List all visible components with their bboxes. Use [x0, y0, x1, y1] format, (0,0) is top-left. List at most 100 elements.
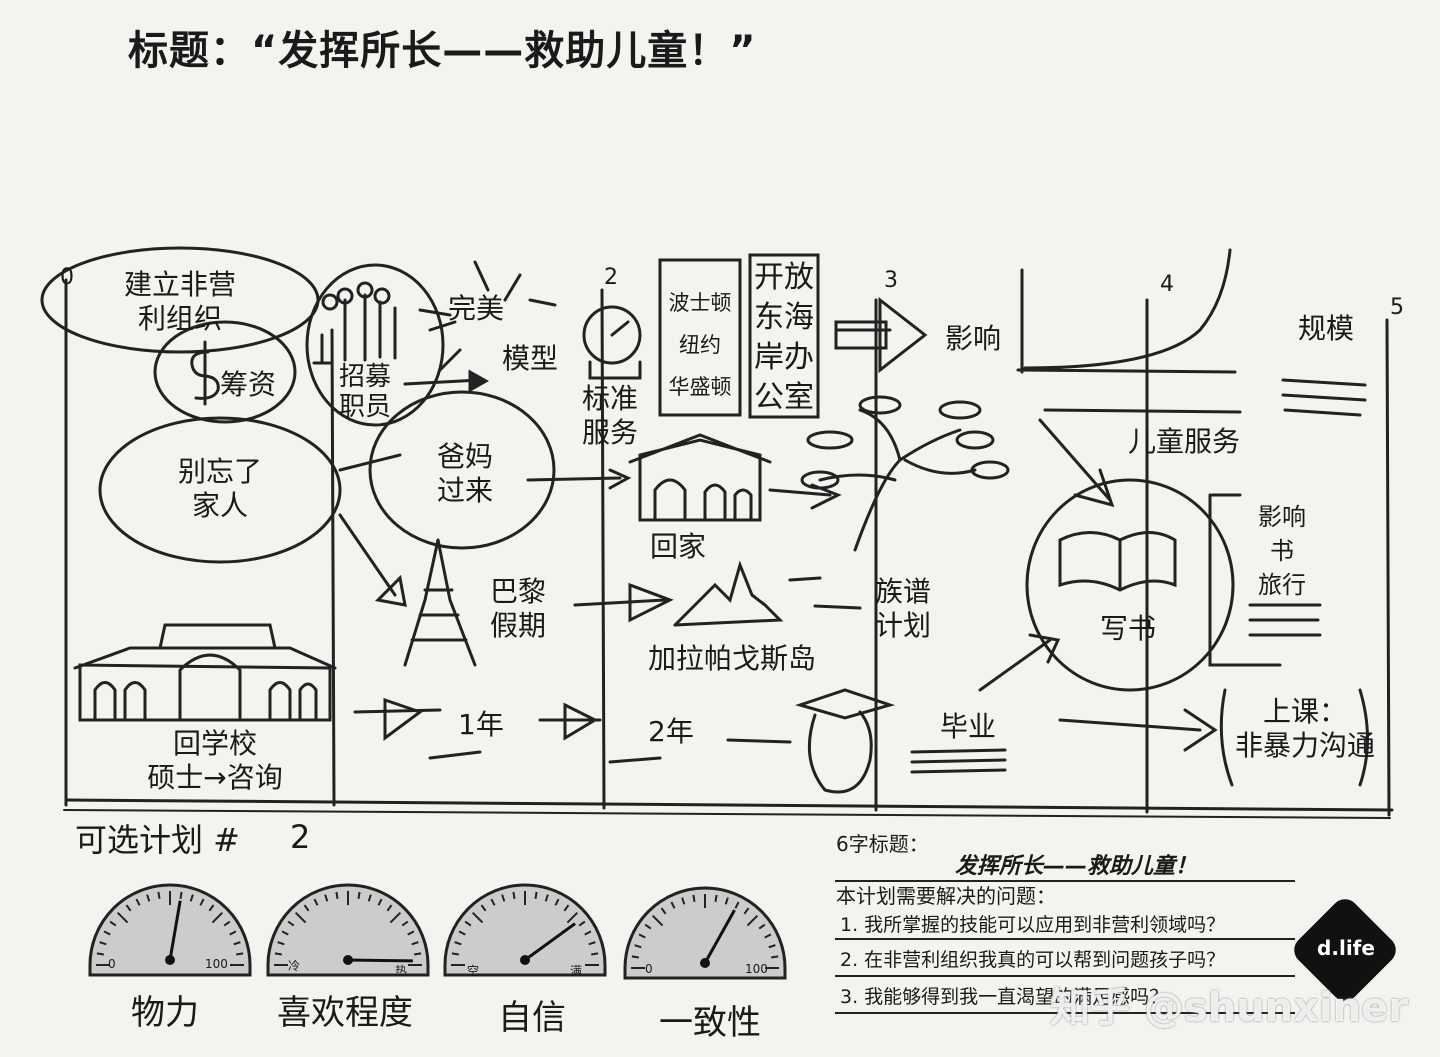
gauge-tick	[357, 891, 361, 899]
gauge-tick	[103, 930, 111, 936]
gauge-tick	[407, 930, 415, 936]
clock-drawing	[582, 305, 642, 365]
tick-5: 5	[1390, 295, 1404, 320]
gauge-tick	[454, 941, 462, 946]
label-galapagos: 加拉帕戈斯岛	[648, 642, 817, 675]
gauge-tick	[534, 891, 538, 899]
gauge-tick	[512, 891, 516, 899]
watermark-text: 知乎 @shunxiner	[1050, 985, 1409, 1031]
label-child-services: 儿童服务	[1128, 425, 1241, 458]
gauge-tick	[464, 920, 472, 927]
gauge-tick	[199, 898, 205, 906]
gauge-tick	[274, 952, 282, 956]
label-scale: 规模	[1298, 312, 1355, 345]
gauge-0-min: 0	[108, 957, 116, 971]
label-genealogy: 族谱计划	[874, 575, 931, 642]
bubble-recruit	[305, 263, 445, 427]
gauge-tick	[544, 894, 549, 902]
gauge-tick	[287, 920, 295, 927]
gauge-tick	[211, 911, 224, 924]
gauge-tick	[634, 944, 642, 949]
gauge-dial	[88, 883, 252, 977]
bubble-parents	[368, 390, 556, 550]
gauge-tick	[660, 907, 667, 915]
divider	[835, 880, 1295, 882]
gauge-1-min: 冷	[288, 959, 301, 973]
gauge-tick	[566, 911, 579, 924]
label-recruit: 招募职员	[338, 362, 391, 422]
gauge-tick	[578, 920, 586, 927]
page-title: 标题：“发挥所长——救助儿童！”	[128, 28, 757, 74]
gauge-dial	[623, 886, 787, 980]
gauge-tick	[743, 907, 750, 915]
gauge-label-2: 自信	[498, 998, 566, 1038]
gauge-1	[266, 883, 430, 977]
gauge-tick	[233, 941, 241, 946]
gauge-dial	[266, 883, 430, 977]
gauge-tick	[480, 904, 487, 912]
gauge-tick	[588, 941, 596, 946]
gauge-tick	[451, 952, 459, 956]
gauge-tick	[189, 894, 194, 902]
timeline-baseline	[64, 798, 1394, 812]
gauge-tick	[563, 904, 570, 912]
gauge-tick	[670, 901, 676, 909]
gauge-tick	[229, 930, 237, 936]
gauge-hub	[165, 955, 175, 965]
gauge-tick	[734, 901, 740, 909]
label-school: 回学校硕士→咨询	[147, 727, 283, 794]
gauge-tick	[386, 904, 393, 912]
label-cities: 波士顿纽约华盛顿	[668, 291, 732, 399]
gauge-needle	[168, 900, 182, 961]
label-fundraise: 筹资	[220, 368, 277, 401]
gauge-tick	[377, 898, 383, 906]
question-2: 2. 在非营利组织我真的可以帮到问题孩子吗？	[840, 949, 1226, 971]
gauge-tick	[471, 911, 484, 924]
gauge-3-max: 100	[745, 962, 768, 976]
label-go-home: 回家	[650, 530, 707, 563]
gauge-tick	[758, 923, 766, 930]
label-impact: 影响	[945, 322, 1002, 355]
gauge-tick	[458, 930, 466, 936]
gauge-hub	[700, 958, 710, 968]
label-standard-service: 标准服务	[581, 382, 638, 449]
six-word-title-value: 发挥所长——救助儿童！	[955, 854, 1198, 879]
gauge-hub	[520, 955, 530, 965]
tick-3: 3	[884, 268, 898, 293]
eiffel-tower-drawing	[403, 538, 477, 667]
tick-4: 4	[1160, 272, 1174, 297]
gauge-tick	[644, 923, 652, 930]
gauge-tick	[109, 920, 117, 927]
bubble-book	[1025, 478, 1235, 692]
impact-curve	[1016, 248, 1237, 374]
label-graduate: 毕业	[940, 710, 997, 743]
gauge-tick	[281, 930, 289, 936]
gauge-tick	[401, 920, 409, 927]
gauge-needle	[703, 909, 736, 964]
gauge-label-1: 喜欢程度	[277, 993, 413, 1033]
gauge-tick	[277, 941, 285, 946]
gauge-tick	[768, 944, 776, 949]
gauge-tick	[99, 941, 107, 946]
tick-2: 2	[604, 265, 618, 290]
book-drawing	[1058, 531, 1177, 592]
gauge-tick	[681, 897, 686, 905]
gauge-tick	[490, 898, 496, 906]
gauge-tick	[135, 898, 141, 906]
gauge-tick	[223, 920, 231, 927]
gauge-tick	[714, 894, 718, 902]
label-paris: 巴黎假期	[489, 575, 546, 642]
divider	[835, 1012, 1295, 1014]
gauge-tick	[414, 952, 422, 956]
label-year-1: 1年	[458, 708, 504, 741]
gauge-tick	[771, 955, 779, 959]
gauge-tick	[324, 894, 329, 902]
mountain-drawing	[673, 560, 862, 627]
gauge-tick	[335, 891, 339, 899]
questions-header: 本计划需要解决的问题：	[836, 884, 1056, 908]
plan-label: 可选计划 #	[75, 821, 240, 859]
divider	[835, 975, 1295, 977]
label-parents: 爸妈过来	[436, 440, 493, 507]
school-drawing	[73, 623, 337, 722]
